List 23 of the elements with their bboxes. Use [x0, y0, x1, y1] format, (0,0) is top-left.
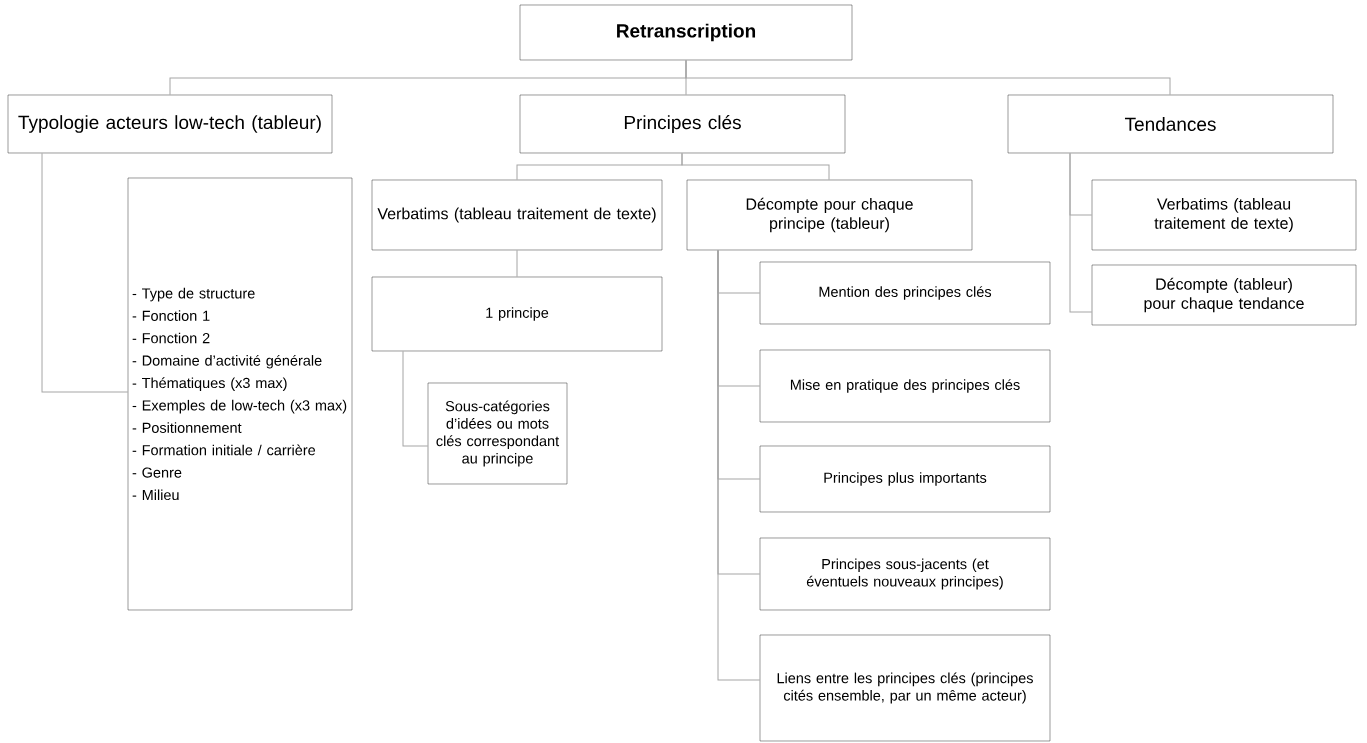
connector-line [402, 350, 429, 447]
field-list-box: - Type de structure - Fonction 1 - Fonction 2 - Domaine d’activité générale - Thématiques (x3 max) - Exemples de low-tech (x3 max) - Positionnement - Formation initiale / carrière - Genre - Milieu [127, 177, 353, 611]
process-box: Mention des principes clés [759, 261, 1051, 325]
process-box: Principes sous-jacents (et éventuels nouveaux principes) [759, 537, 1051, 611]
connector-line [685, 59, 1171, 96]
connector-line [41, 152, 129, 393]
category-box: Principes clés [519, 94, 846, 154]
connector-line [717, 249, 761, 681]
connector-line [516, 249, 518, 278]
process-box: Décompte pour chaque principe (tableur) [686, 179, 973, 251]
category-box: Typologie acteurs low-tech (tableur) [7, 94, 333, 154]
process-box: Liens entre les principes clés (principes cités ensemble, par un même acteur) [759, 634, 1051, 742]
process-box: Décompte (tableur) pour chaque tendance [1091, 264, 1357, 326]
process-box: 1 principe [371, 276, 663, 352]
process-box: Verbatims (tableau traitement de texte) [1091, 179, 1357, 251]
process-box: Sous-catégories d’idées ou mots clés correspondant au principe [427, 382, 568, 485]
process-box: Mise en pratique des principes clés [759, 349, 1051, 423]
process-box: Verbatims (tableau traitement de texte) [371, 179, 663, 251]
connector-line [681, 152, 830, 181]
category-box: Tendances [1007, 94, 1334, 154]
connector-line [1069, 152, 1093, 313]
title-box: Retranscription [519, 4, 853, 61]
process-box: Principes plus importants [759, 445, 1051, 513]
